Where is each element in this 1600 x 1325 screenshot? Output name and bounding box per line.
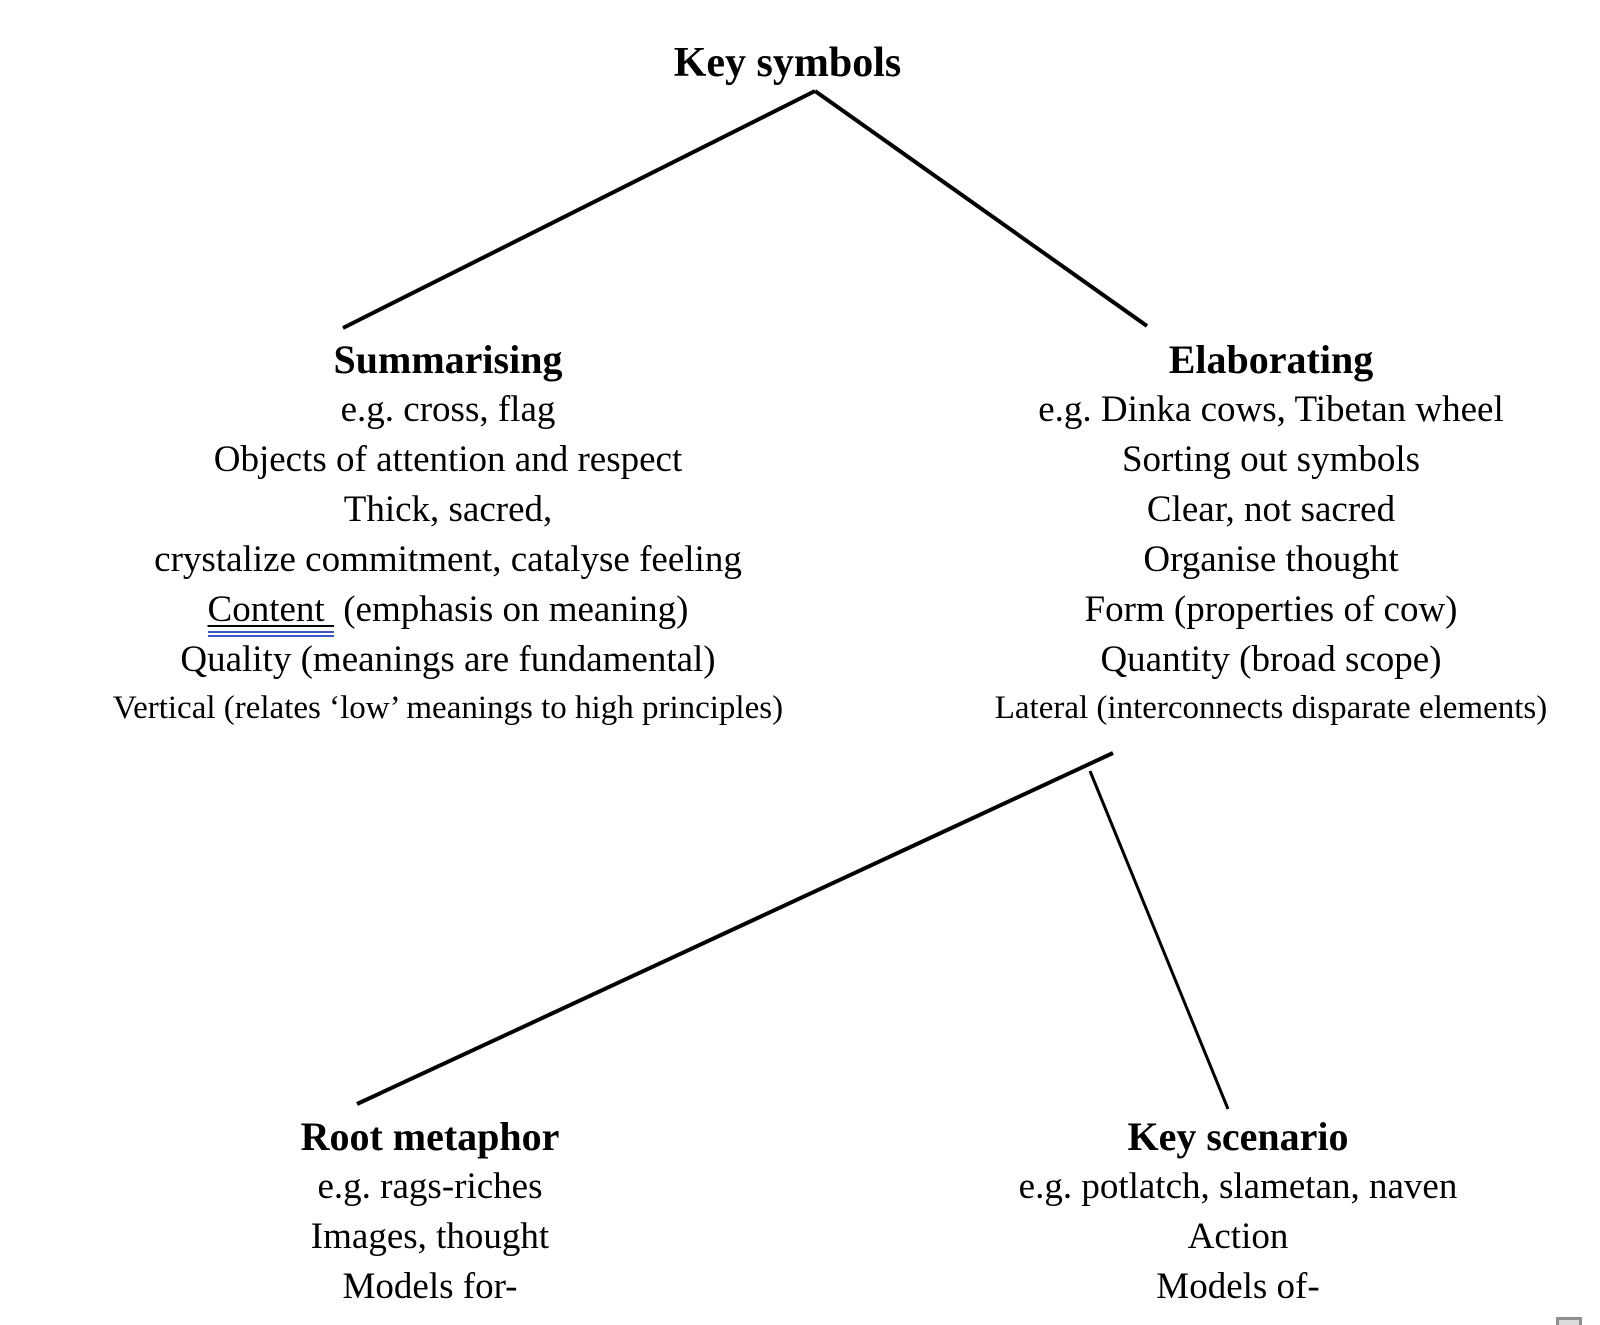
root-metaphor-line: Images, thought xyxy=(310,1216,550,1257)
connector-elaborating-to-key-scenario xyxy=(1088,770,1230,1110)
connector-elaborating-to-root-metaphor xyxy=(356,751,1114,1106)
key-scenario-line: Action xyxy=(1187,1216,1289,1257)
resize-handle-artifact xyxy=(1556,1317,1582,1325)
node-elaborating: Elaborating e.g. Dinka cows, Tibetan whe… xyxy=(946,335,1596,731)
elaborating-line: Clear, not sacred xyxy=(1146,489,1396,530)
node-key-scenario: Key scenario e.g. potlatch, slametan, na… xyxy=(938,1112,1538,1312)
key-scenario-line: Models of- xyxy=(1156,1266,1320,1307)
summarising-vertical-line: Vertical (relates ‘low’ meanings to high… xyxy=(112,690,784,726)
elaborating-example-line: e.g. Dinka cows, Tibetan wheel xyxy=(1038,389,1504,430)
key-scenario-heading: Key scenario xyxy=(1127,1114,1349,1159)
node-summarising: Summarising e.g. cross, flag Objects of … xyxy=(8,335,888,731)
connector-root-to-elaborating xyxy=(813,89,1149,328)
summarising-line: Objects of attention and respect xyxy=(213,439,683,480)
summarising-line: crystalize commitment, catalyse feeling xyxy=(154,539,742,580)
elaborating-line: Sorting out symbols xyxy=(1121,439,1421,480)
elaborating-line: Quantity (broad scope) xyxy=(1100,639,1442,680)
summarising-content-line: Content (emphasis on meaning) xyxy=(8,585,888,637)
summarising-example-line: e.g. cross, flag xyxy=(340,389,556,430)
root-metaphor-heading: Root metaphor xyxy=(300,1114,560,1159)
elaborating-heading: Elaborating xyxy=(1168,337,1374,382)
content-trailing-text: (emphasis on meaning) xyxy=(333,589,689,630)
content-underlined-text: Content xyxy=(207,589,334,637)
elaborating-lateral-line: Lateral (interconnects disparate element… xyxy=(994,690,1548,726)
summarising-quality-line: Quality (meanings are fundamental) xyxy=(180,639,716,680)
key-scenario-example-line: e.g. potlatch, slametan, naven xyxy=(1018,1166,1458,1207)
node-key-symbols-title: Key symbols xyxy=(673,40,902,86)
summarising-heading: Summarising xyxy=(333,337,563,382)
root-metaphor-line: Models for- xyxy=(342,1266,518,1307)
root-metaphor-example-line: e.g. rags-riches xyxy=(317,1166,543,1207)
node-root-metaphor: Root metaphor e.g. rags-riches Images, t… xyxy=(130,1112,730,1312)
summarising-line: Thick, sacred, xyxy=(343,489,553,530)
elaborating-line: Form (properties of cow) xyxy=(1084,589,1458,630)
connector-root-to-summarising xyxy=(342,89,816,330)
elaborating-line: Organise thought xyxy=(1143,539,1399,580)
